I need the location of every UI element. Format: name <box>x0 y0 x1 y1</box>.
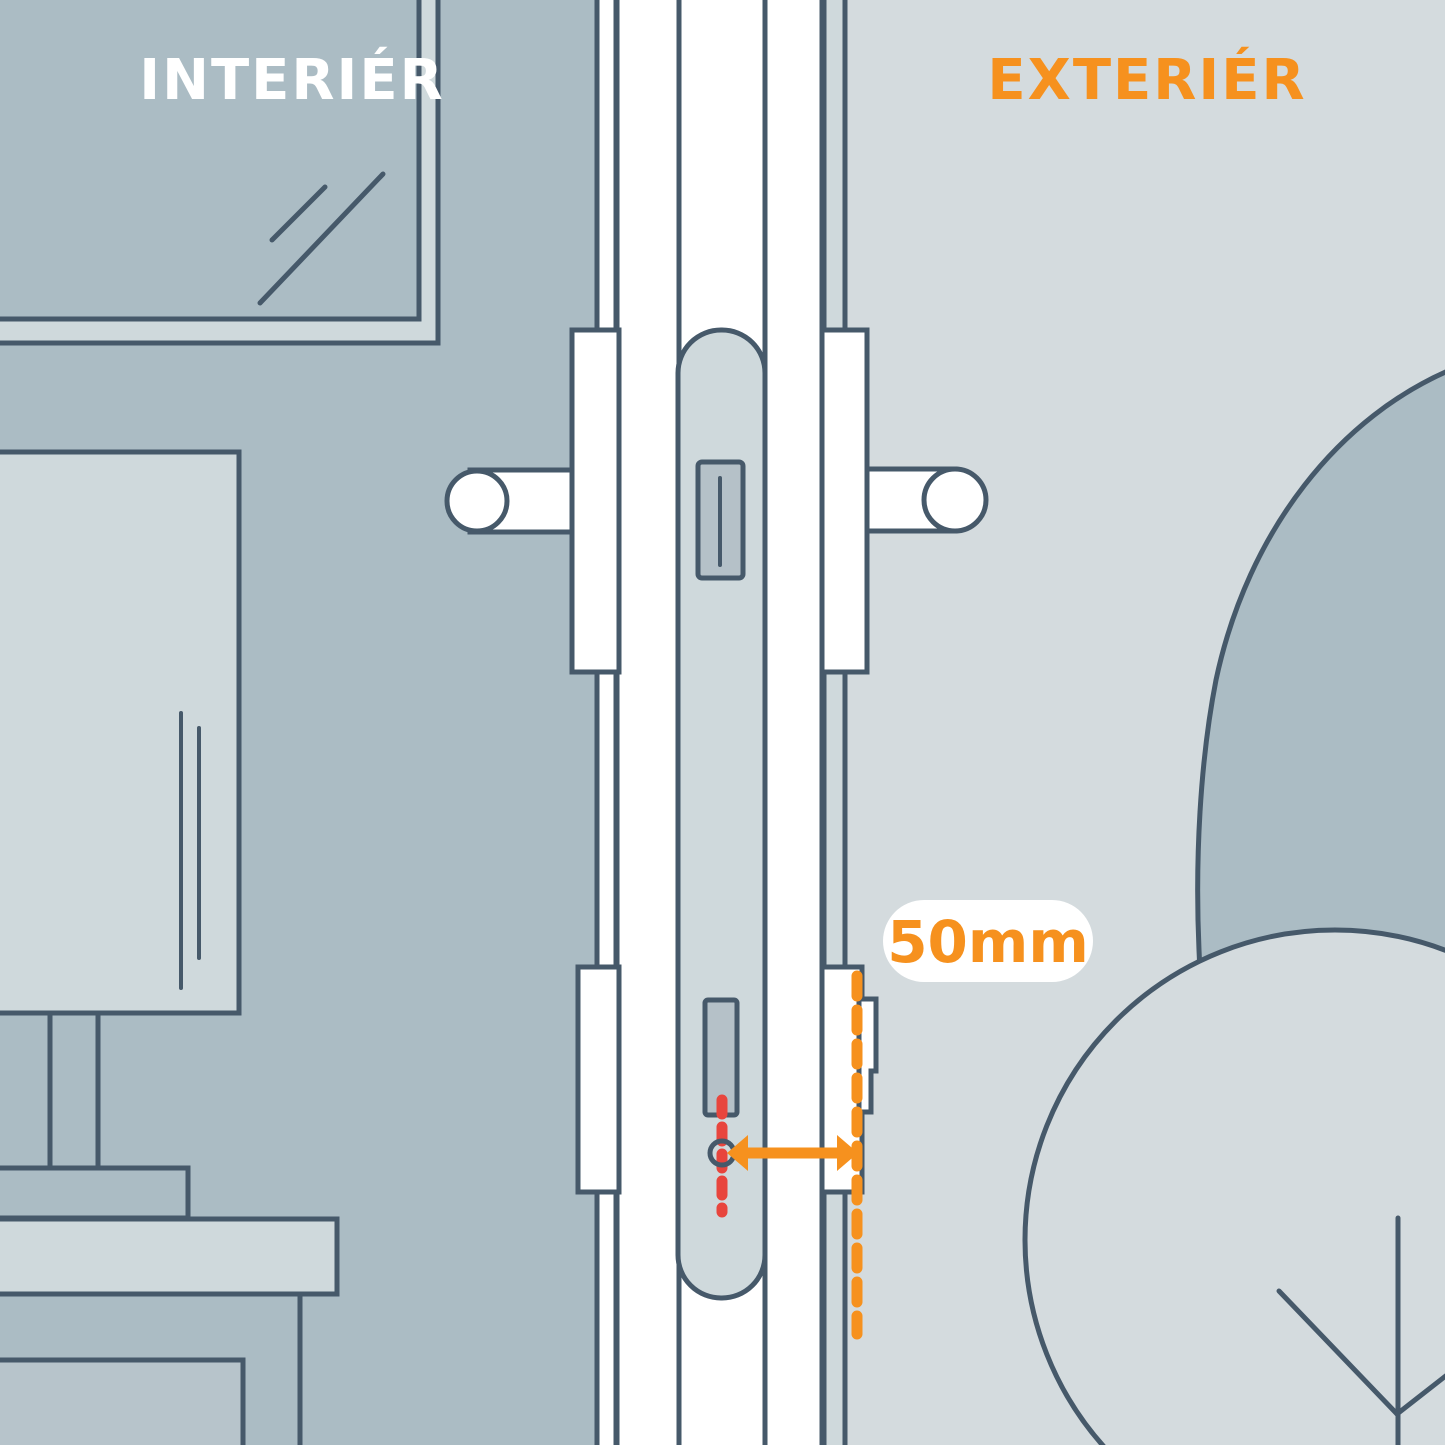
table-top <box>0 1216 340 1297</box>
measurement-annotation: 50mm <box>707 900 1093 1340</box>
monitor-on-table <box>0 449 340 1445</box>
door-interior-trim-strip <box>594 0 619 1445</box>
tree-crown-circle <box>1022 927 1445 1445</box>
stool <box>0 1357 246 1445</box>
picture-frame-glass <box>0 0 422 322</box>
tree-branch <box>1394 1373 1445 1417</box>
monitor-stand-base <box>0 1165 191 1221</box>
interior-label: INTERIÉR <box>139 47 445 113</box>
glass-shine-line <box>257 171 386 306</box>
exterior-label: EXTERIÉR <box>987 47 1306 113</box>
glass-shine-line <box>269 184 328 243</box>
arrow-head-left-icon <box>727 1135 748 1171</box>
tree-branch <box>1276 1288 1400 1417</box>
interior-handle-escutcheon <box>569 327 622 675</box>
interior-handle-lever-end <box>444 468 510 534</box>
trees <box>1022 369 1445 1445</box>
interior-cylinder-escutcheon <box>575 964 622 1195</box>
monitor-screen <box>0 449 242 1016</box>
door-exterior-face-strip <box>821 0 848 1445</box>
door-handles <box>444 327 989 675</box>
exterior-handle-escutcheon <box>819 327 870 675</box>
measurement-value: 50mm <box>887 908 1089 976</box>
door-cross-section <box>594 0 848 1445</box>
picture-frame <box>0 0 441 346</box>
monitor-stand-neck <box>47 1007 101 1173</box>
exterior-handle-lever-end <box>921 466 989 534</box>
measurement-badge <box>883 900 1093 982</box>
arrow-head-right-icon <box>837 1135 858 1171</box>
